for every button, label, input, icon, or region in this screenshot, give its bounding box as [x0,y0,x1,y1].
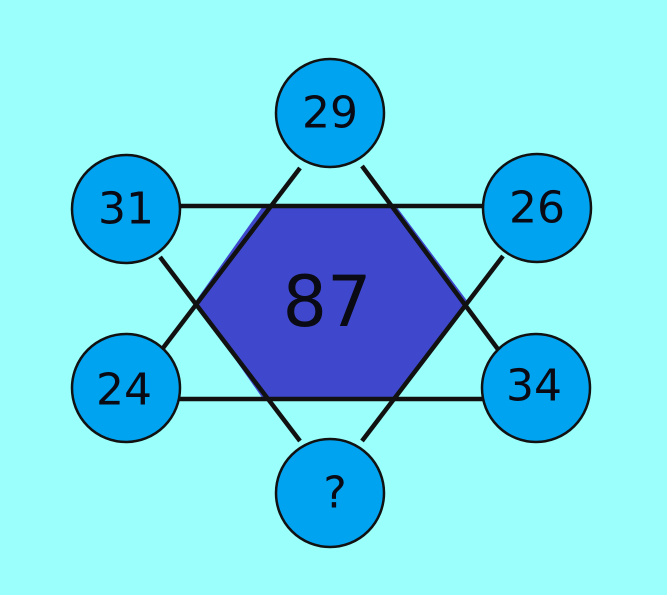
line-top-to-lower-left [158,166,302,354]
circle-top-shape [274,57,386,169]
circle-lower-right: 34 [480,332,592,444]
center-value: 87 [282,261,371,343]
circle-upper-right-value: 26 [509,183,565,234]
circle-top: 29 [274,57,386,169]
star-lines [158,164,505,443]
circle-lower-left: 24 [70,332,182,444]
circle-lower-right-value: 34 [506,361,562,412]
circle-upper-right: 26 [481,152,593,264]
circle-upper-left-shape [70,153,182,265]
line-top-to-lower-right [360,164,502,354]
line-upper-left-to-bottom [158,255,302,443]
circle-upper-right-shape [481,152,593,264]
circle-lower-right-shape [480,332,592,444]
circle-bottom: ? [274,437,386,549]
line-upper-right-to-bottom [360,254,505,443]
circle-lower-left-value: 24 [96,365,152,416]
circle-bottom-value: ? [323,468,346,519]
circle-upper-left: 31 [70,153,182,265]
circle-lower-left-shape [70,332,182,444]
circle-upper-left-value: 31 [98,184,154,235]
circle-bottom-shape [274,437,386,549]
center-hexagon [195,206,468,399]
circle-top-value: 29 [302,88,358,139]
